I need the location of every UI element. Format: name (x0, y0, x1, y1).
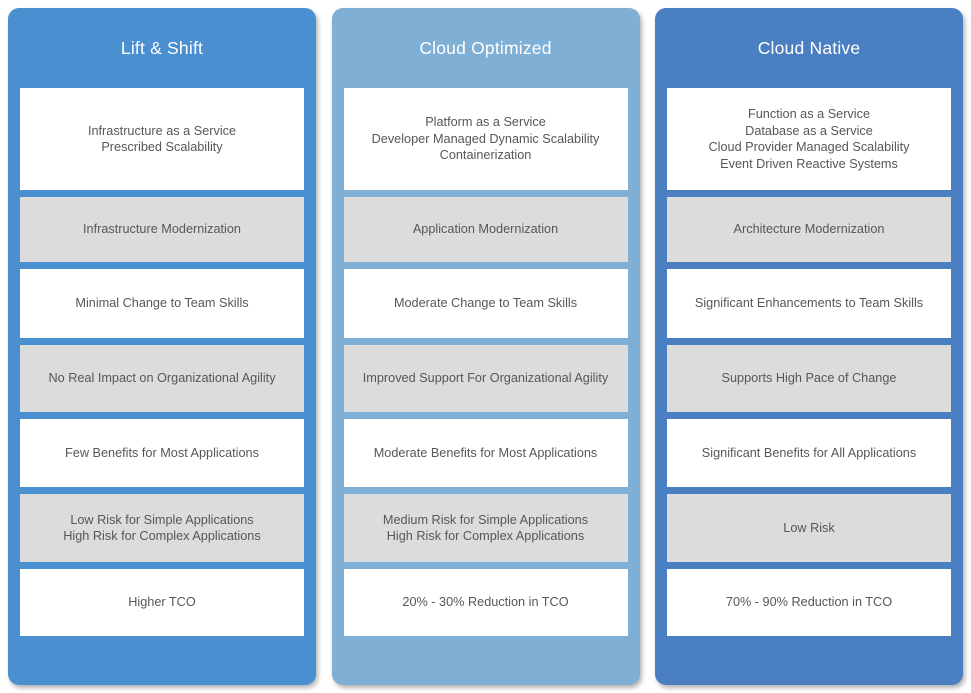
column-title: Lift & Shift (120, 37, 204, 58)
cell[interactable]: 20% - 30% Reduction in TCO (343, 569, 628, 636)
column-cloud-optimized[interactable]: Cloud Optimized Platform as a Service De… (331, 8, 640, 685)
cell[interactable]: Infrastructure Modernization (20, 197, 304, 262)
column-cloud-native[interactable]: Cloud Native Function as a Service Datab… (655, 8, 963, 685)
cell[interactable]: 70% - 90% Reduction in TCO (667, 569, 951, 636)
cell[interactable]: Significant Enhancements to Team Skills (667, 269, 951, 338)
column-cells-cloud-native: Function as a Service Database as a Serv… (655, 88, 963, 641)
column-title: Cloud Optimized (419, 37, 552, 58)
column-cells-cloud-optimized: Platform as a Service Developer Managed … (332, 88, 640, 641)
cell[interactable]: Architecture Modernization (667, 197, 951, 262)
cell[interactable]: Higher TCO (20, 569, 304, 636)
column-footer (332, 641, 640, 685)
cell[interactable]: Few Benefits for Most Applications (20, 419, 304, 487)
cell[interactable]: Infrastructure as a Service Prescribed S… (20, 88, 304, 190)
cell[interactable]: Minimal Change to Team Skills (20, 269, 304, 338)
cell[interactable]: Low Risk for Simple Applications High Ri… (20, 494, 304, 562)
column-header-cloud-native: Cloud Native (655, 8, 963, 88)
column-title: Cloud Native (757, 37, 861, 58)
column-header-lift-and-shift: Lift & Shift (8, 8, 316, 88)
cell[interactable]: Moderate Change to Team Skills (343, 269, 628, 338)
column-footer (655, 641, 963, 685)
column-cells-lift-and-shift: Infrastructure as a Service Prescribed S… (8, 88, 316, 641)
cell[interactable]: Supports High Pace of Change (667, 345, 951, 412)
cell[interactable]: Low Risk (667, 494, 951, 562)
cell[interactable]: No Real Impact on Organizational Agility (20, 345, 304, 412)
column-lift-and-shift[interactable]: Lift & Shift Infrastructure as a Service… (8, 8, 316, 685)
cell[interactable]: Platform as a Service Developer Managed … (343, 88, 628, 190)
cell[interactable]: Medium Risk for Simple Applications High… (343, 494, 628, 562)
cell[interactable]: Moderate Benefits for Most Applications (343, 419, 628, 487)
column-header-cloud-optimized: Cloud Optimized (332, 8, 640, 88)
cell[interactable]: Improved Support For Organizational Agil… (343, 345, 628, 412)
cell[interactable]: Application Modernization (343, 197, 628, 262)
column-footer (8, 641, 316, 685)
cell[interactable]: Function as a Service Database as a Serv… (667, 88, 951, 190)
cell[interactable]: Significant Benefits for All Application… (667, 419, 951, 487)
